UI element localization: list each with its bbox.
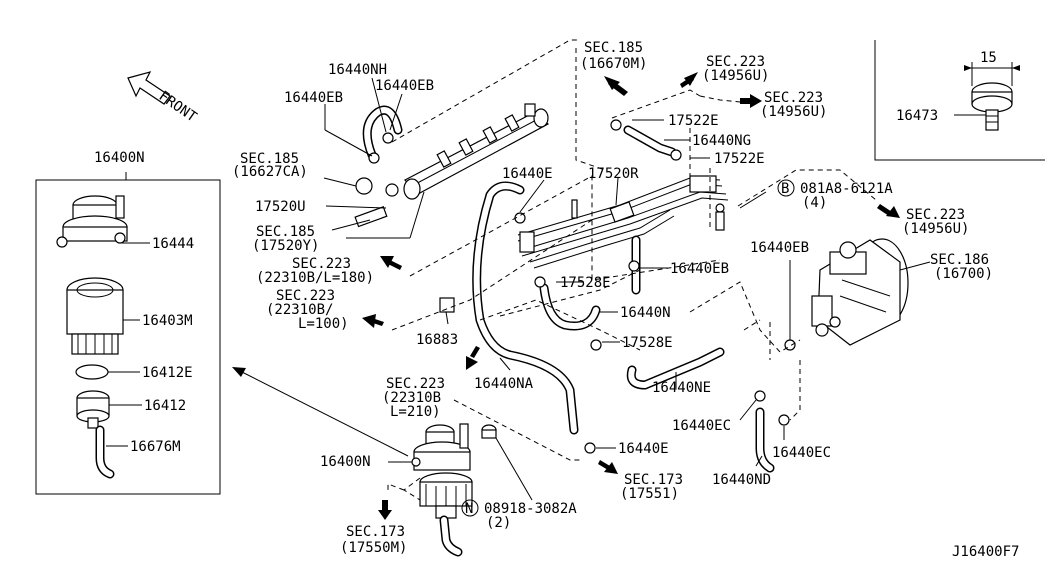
label-sec185-b: SEC.185	[256, 224, 315, 240]
label-N: N	[465, 501, 473, 517]
label-sec173-b: SEC.173	[346, 524, 405, 540]
label-16403M: 16403M	[142, 313, 193, 329]
label-16440EB-top: 16440EB	[375, 78, 434, 94]
label-sec173-a: SEC.173	[624, 472, 683, 488]
figure-id: J16400F7	[952, 544, 1019, 560]
label-sec223-c: SEC.223	[906, 207, 965, 223]
label-17522E-b: 17522E	[714, 151, 765, 167]
label-sec223-f: SEC.223	[386, 376, 445, 392]
part-labels: 16440NH 16440EB 16440EB SEC.185 (16627CA…	[94, 40, 1019, 560]
label-sec185-a: SEC.185	[240, 151, 299, 167]
label-22310B-L180: (22310B/L=180)	[256, 270, 374, 286]
label-16440N: 16440N	[620, 305, 671, 321]
filter-assembly-inset	[35, 172, 221, 495]
label-16440EB-left: 16440EB	[284, 90, 343, 106]
label-16440EB-c: 16440EB	[670, 261, 729, 277]
o-ring-16412E	[75, 364, 109, 380]
water-sensor-16412	[76, 390, 110, 429]
label-081A8-6121A: 081A8-6121A	[800, 181, 893, 197]
label-22310B-e: (22310B/	[266, 302, 333, 318]
label-16400N-inset: 16400N	[94, 150, 145, 166]
label-16670M: (16670M)	[580, 56, 647, 72]
direction-arrows	[362, 72, 900, 520]
label-08918-3082A: 08918-3082A	[484, 501, 577, 517]
label-L100: L=100)	[298, 316, 349, 332]
label-16412E: 16412E	[142, 365, 193, 381]
front-direction-arrow: FRONT	[127, 71, 200, 126]
label-sec223-b: SEC.223	[764, 90, 823, 106]
label-17520U: 17520U	[255, 199, 306, 215]
label-08918-qty: (2)	[486, 515, 511, 531]
reference-lines	[387, 39, 877, 501]
label-sec223-e: SEC.223	[276, 288, 335, 304]
label-17522E-a: 17522E	[668, 113, 719, 129]
label-B: B	[781, 181, 789, 197]
label-14956U-c: (14956U)	[902, 221, 969, 237]
label-dimension-15: 15	[980, 50, 997, 66]
label-17528E-b: 17528E	[622, 335, 673, 351]
label-16440NG: 16440NG	[692, 133, 751, 149]
label-16444: 16444	[152, 236, 194, 252]
label-16440E-bottom: 16440E	[618, 441, 669, 457]
injection-pump	[811, 238, 909, 346]
label-14956U-b: (14956U)	[760, 104, 827, 120]
label-16440EC-a: 16440EC	[672, 418, 731, 434]
label-14956U-a: (14956U)	[702, 68, 769, 84]
label-081A8-qty: (4)	[802, 195, 827, 211]
label-16676M: 16676M	[130, 439, 181, 455]
label-sec186: SEC.186	[930, 252, 989, 268]
leader-lines	[323, 77, 931, 501]
label-22310B-f: (22310B	[382, 390, 441, 406]
label-sec223-a: SEC.223	[706, 54, 765, 70]
filter-element-16403M	[66, 277, 124, 355]
label-16440E-top: 16440E	[502, 166, 553, 182]
fuel-rail	[354, 103, 550, 228]
label-16440NA: 16440NA	[474, 376, 534, 392]
inset-frame	[35, 179, 221, 495]
label-sec223-d: SEC.223	[292, 256, 351, 272]
label-16440EC-b: 16440EC	[772, 445, 831, 461]
label-16440NE: 16440NE	[652, 380, 711, 396]
main-fuel-filter	[411, 423, 497, 557]
bolt-symbol-B	[777, 179, 795, 197]
label-16440EB-d: 16440EB	[750, 240, 809, 256]
label-16473: 16473	[896, 108, 938, 124]
label-16440ND: 16440ND	[712, 472, 771, 488]
label-16883: 16883	[416, 332, 458, 348]
label-16412: 16412	[144, 398, 186, 414]
label-17551: (17551)	[620, 486, 679, 502]
label-17550M: (17550M)	[340, 540, 407, 556]
label-16627CA: (16627CA)	[232, 164, 308, 180]
label-16700: (16700)	[934, 266, 993, 282]
label-17520R: 17520R	[588, 166, 639, 182]
filter-head-16444	[56, 195, 128, 248]
label-16440NH: 16440NH	[328, 62, 387, 78]
clip-inset-16473	[874, 40, 1045, 161]
label-17520Y: (17520Y)	[252, 238, 319, 254]
label-16400N-main: 16400N	[320, 454, 371, 470]
label-17528E-a: 17528E	[560, 275, 611, 291]
nut-symbol-N	[461, 499, 479, 517]
fuel-pipes-17520R	[517, 175, 729, 269]
label-sec185-c: SEC.185	[584, 40, 643, 56]
label-L210: L=210)	[390, 404, 441, 420]
front-label: FRONT	[156, 88, 200, 126]
